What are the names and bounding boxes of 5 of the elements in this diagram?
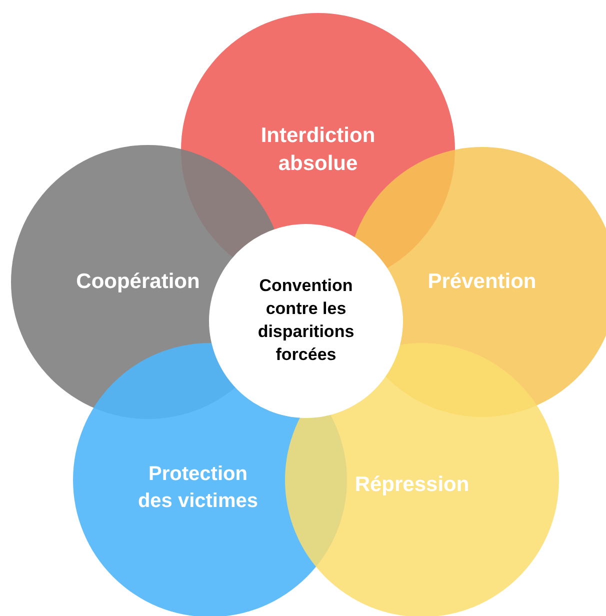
circle-label: Protection des victimes xyxy=(133,461,263,515)
circle-label: Interdiction absolue xyxy=(233,122,403,178)
circle-label: Coopération xyxy=(53,268,223,296)
circle-label: Prévention xyxy=(397,268,567,296)
circle-label: Répression xyxy=(327,471,497,500)
